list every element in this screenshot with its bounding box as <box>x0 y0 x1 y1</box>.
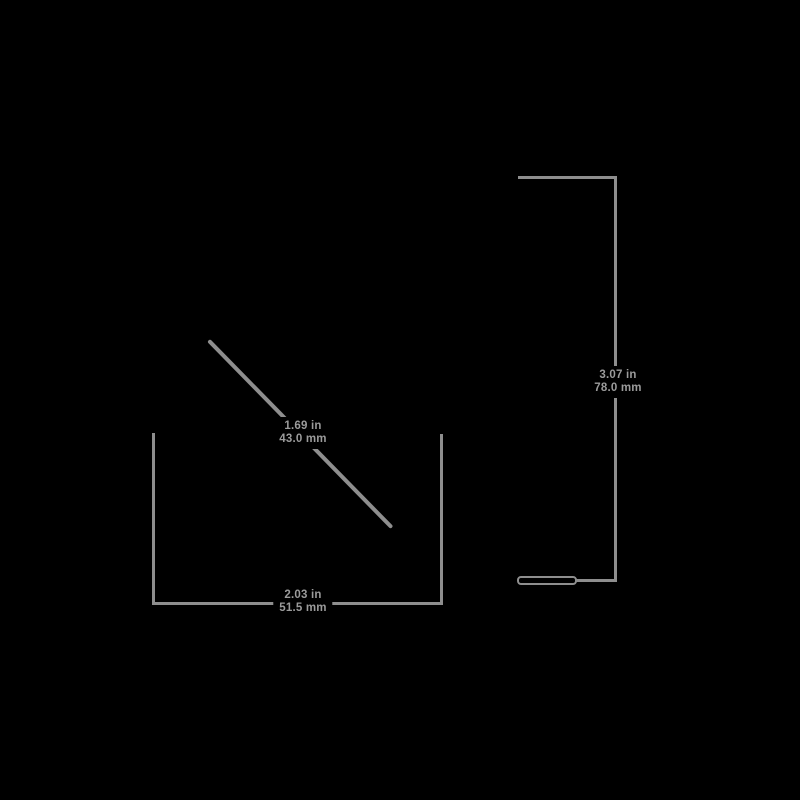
diagonal-dimension-label: 1.69 in 43.0 mm <box>273 417 333 449</box>
width-extension-line-right <box>440 434 443 605</box>
height-inches-value: 3.07 in <box>599 369 637 381</box>
device-side-profile-outline <box>517 576 577 585</box>
diagonal-inches-value: 1.69 in <box>284 420 322 432</box>
diagonal-mm-value: 43.0 mm <box>279 433 327 445</box>
height-dimension-label: 3.07 in 78.0 mm <box>588 366 648 398</box>
width-mm-value: 51.5 mm <box>279 602 327 614</box>
width-extension-line-left <box>152 433 155 605</box>
width-inches-value: 2.03 in <box>284 589 322 601</box>
height-mm-value: 78.0 mm <box>594 382 642 394</box>
width-dimension-label: 2.03 in 51.5 mm <box>273 586 333 618</box>
height-extension-line-bottom <box>575 579 617 582</box>
height-extension-line-top <box>518 176 617 179</box>
